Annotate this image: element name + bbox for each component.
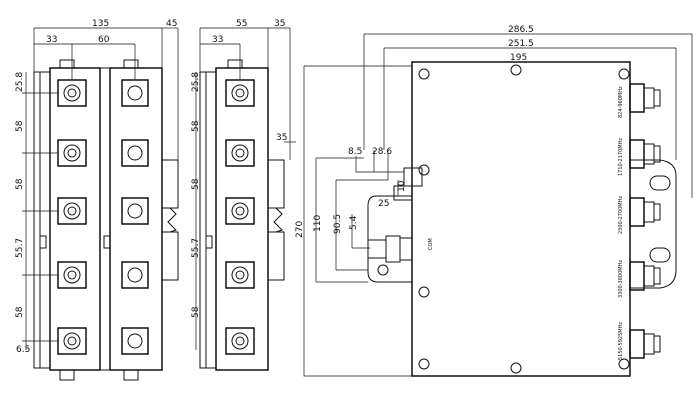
dim-286-5: 286.5 (508, 25, 534, 35)
port-label-1: 824-960MHz (618, 86, 624, 118)
dim-60: 60 (98, 35, 110, 45)
dim-25-8-mid: 25.8 (191, 72, 201, 92)
dim-33-mid: 33 (212, 35, 223, 45)
left-bracket (367, 195, 412, 283)
dim-58-b: 58 (15, 178, 25, 190)
com-label: COM (428, 238, 434, 250)
dim-35-side: 35 (276, 133, 287, 143)
dim-6-5: 6.5 (16, 345, 30, 355)
dim-35-top: 35 (274, 19, 285, 29)
dim-135: 135 (92, 19, 109, 29)
top-view: COM 824-960MHz 1710-2170MHz 2300-2700MHz… (295, 25, 693, 377)
port-label-3: 2300-2700MHz (618, 196, 624, 234)
side-view: 55 35 33 35 25.8 58 58 55.7 58 (191, 19, 296, 371)
dim-251-5: 251.5 (508, 39, 534, 49)
dim-55: 55 (236, 19, 247, 29)
dim-58-mid-c: 58 (191, 306, 201, 318)
dim-8-5: 8.5 (348, 147, 362, 157)
dim-58-a: 58 (15, 120, 25, 132)
dim-195: 195 (510, 53, 527, 63)
right-bracket (630, 159, 677, 289)
connector-column-left (57, 79, 87, 355)
dim-45: 45 (166, 19, 177, 29)
dim-55-7-mid: 55.7 (191, 238, 201, 258)
connector-column-right (121, 79, 149, 355)
dim-90-5: 90.5 (333, 214, 343, 234)
dim-5-4: 5.4 (349, 215, 359, 230)
dim-270: 270 (295, 221, 305, 238)
dim-58-c: 58 (15, 306, 25, 318)
dim-58-mid-b: 58 (191, 178, 201, 190)
dim-25: 25 (378, 199, 389, 209)
dim-25-8: 25.8 (15, 72, 25, 92)
dim-58-mid-a: 58 (191, 120, 201, 132)
dim-55-7: 55.7 (15, 238, 25, 258)
front-view: 135 45 33 60 25.8 58 58 55.7 58 6.5 (15, 19, 179, 381)
dim-10: 10 (397, 180, 407, 192)
dim-110: 110 (313, 215, 323, 232)
port-label-4: 3300-3800MHz (618, 260, 624, 298)
port-connectors (629, 83, 661, 359)
dim-28-6: 28.6 (372, 147, 392, 157)
mounting-screw-icons (418, 64, 630, 374)
port-label-5: 5150-5925MHz (618, 322, 624, 360)
dim-33: 33 (46, 35, 57, 45)
port-label-2: 1710-2170MHz (618, 138, 624, 176)
